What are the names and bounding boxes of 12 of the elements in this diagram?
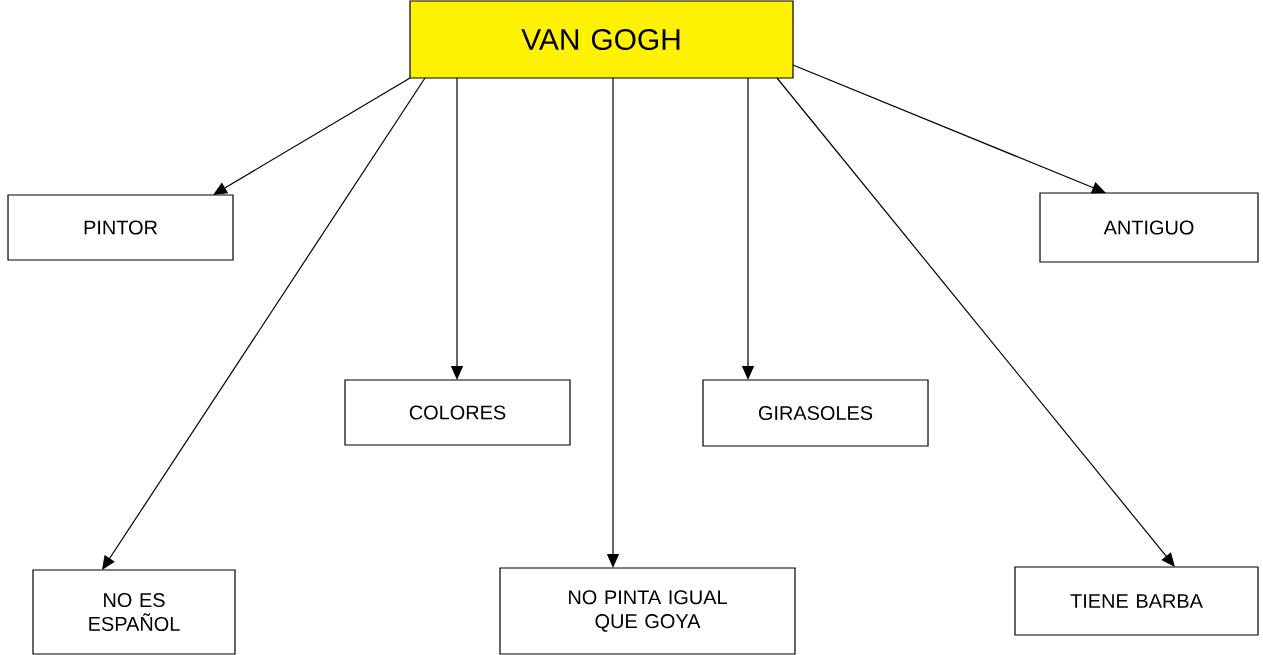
- arrow: [213, 77, 411, 195]
- arrow: [102, 77, 426, 570]
- concept-box: COLORES: [344, 379, 571, 446]
- arrow: [776, 77, 1175, 567]
- concept-box: NO PINTA IGUAL QUE GOYA: [499, 567, 796, 655]
- concept-box: NO ES ESPAÑOL: [32, 569, 236, 655]
- title-box: VAN GOGH: [409, 0, 794, 79]
- concept-box: TIENE BARBA: [1014, 566, 1259, 636]
- concept-box: PINTOR: [7, 194, 234, 261]
- arrow: [792, 64, 1106, 194]
- concept-box: ANTIGUO: [1039, 192, 1259, 263]
- concept-box: GIRASOLES: [702, 379, 929, 447]
